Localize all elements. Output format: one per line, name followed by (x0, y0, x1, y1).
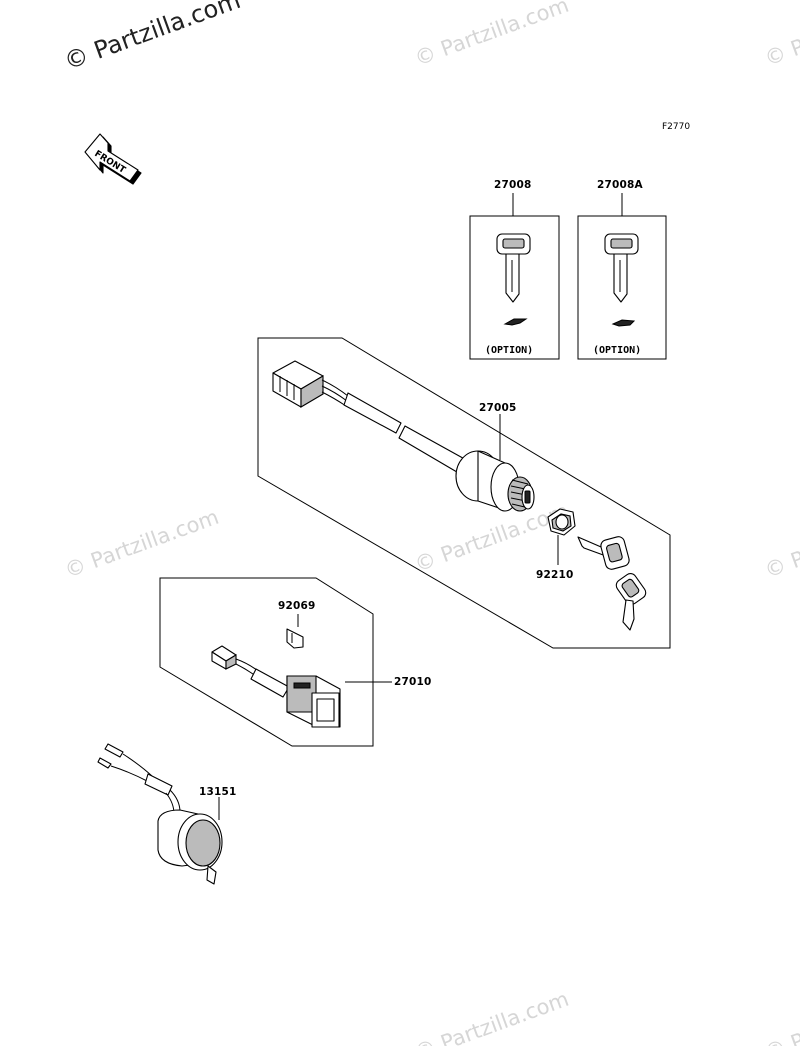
bulb-icon (286, 628, 304, 649)
push-switch-body-icon (286, 675, 341, 728)
part-number-27010: 27010 (394, 676, 432, 688)
ignition-switch-body-icon (455, 450, 535, 512)
ignition-keys-icon (577, 536, 647, 631)
watermark-top-right: © Partzilla.com (762, 0, 800, 71)
part-number-27005: 27005 (479, 402, 517, 414)
key-cut-symbol (503, 318, 528, 326)
part-number-92210: 92210 (536, 569, 574, 581)
push-switch-connector-icon (211, 645, 237, 670)
push-switch-group: 92069 27010 (159, 577, 432, 747)
hex-nut-icon (547, 508, 576, 536)
watermark-bottom-right: © Partzilla.com (762, 987, 800, 1046)
part-number-27008: 27008 (494, 179, 532, 191)
key-option-box-27008a: 27008A (OPTION) (577, 179, 667, 360)
part-number-27008a: 27008A (597, 179, 644, 191)
part-number-13151: 13151 (199, 786, 237, 798)
key-blank-icon (496, 233, 531, 303)
socket-group: 13151 (97, 743, 237, 885)
part-number-92069: 92069 (278, 600, 316, 612)
key-cut-symbol (611, 319, 636, 327)
option-note-27008a: (OPTION) (593, 345, 641, 356)
socket-body-icon (157, 809, 223, 885)
watermarks: © Partzilla.com © Partzilla.com © Partzi… (60, 0, 800, 1051)
key-blank-icon (604, 233, 639, 303)
watermark-mid-left: © Partzilla.com (62, 505, 222, 583)
watermark-top-center: © Partzilla.com (412, 0, 572, 71)
ignition-switch-group: 27005 92210 (257, 337, 671, 649)
ignition-connector-icon (272, 360, 324, 408)
watermark-bottom-center: © Partzilla.com (412, 987, 572, 1046)
watermark-mid-center: © Partzilla.com (412, 499, 572, 577)
diagram-code: F2770 (662, 122, 690, 132)
front-arrow-icon: FRONT (84, 133, 142, 185)
watermark-mid-right: © Partzilla.com (762, 505, 800, 583)
option-note-27008: (OPTION) (485, 345, 533, 356)
watermark-top-left: © Partzilla.com (60, 0, 244, 76)
key-option-box-27008: 27008 (OPTION) (469, 179, 560, 360)
